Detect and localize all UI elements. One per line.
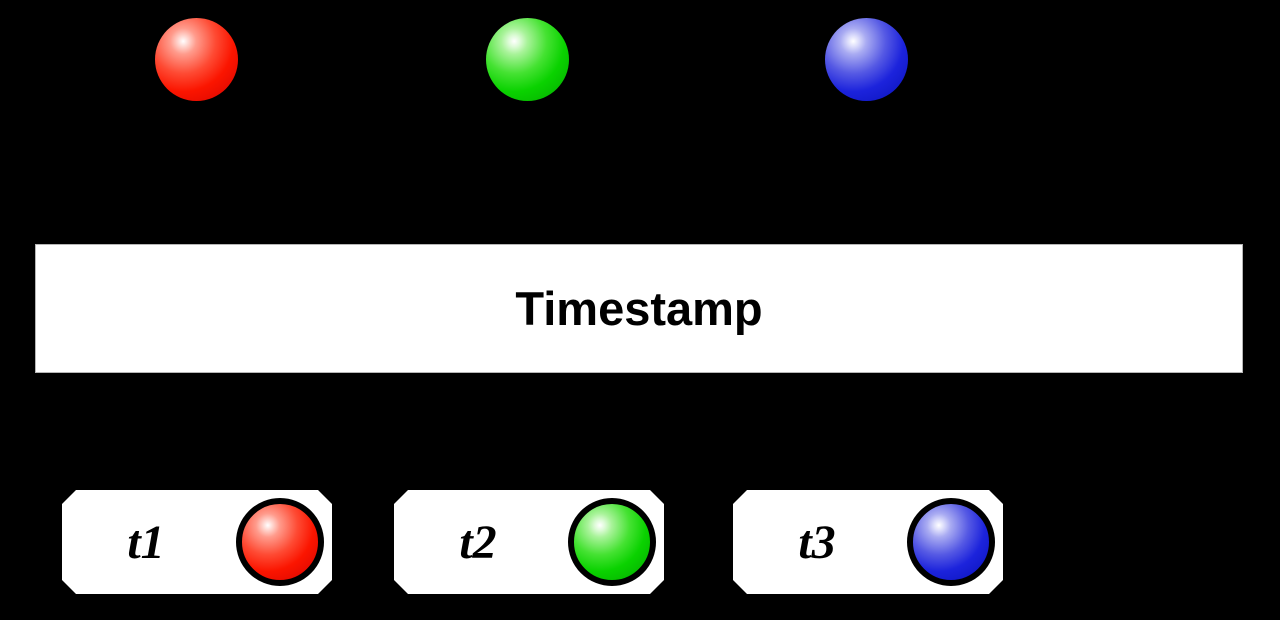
timestamp-card-label: t3 (798, 515, 836, 569)
timestamp-card-t3[interactable]: t3 (733, 490, 1003, 594)
green-sphere-icon (486, 18, 569, 101)
green-sphere-icon (568, 498, 656, 586)
blue-sphere-icon (907, 498, 995, 586)
timestamp-banner: Timestamp (35, 244, 1243, 373)
blue-sphere-icon (825, 18, 908, 101)
timestamp-card-t2[interactable]: t2 (394, 490, 664, 594)
red-sphere-icon (236, 498, 324, 586)
timestamp-card-label: t2 (459, 515, 497, 569)
timestamp-card-label: t1 (127, 515, 165, 569)
red-sphere-icon (155, 18, 238, 101)
timestamp-card-t1[interactable]: t1 (62, 490, 332, 594)
timestamp-title: Timestamp (515, 282, 763, 335)
